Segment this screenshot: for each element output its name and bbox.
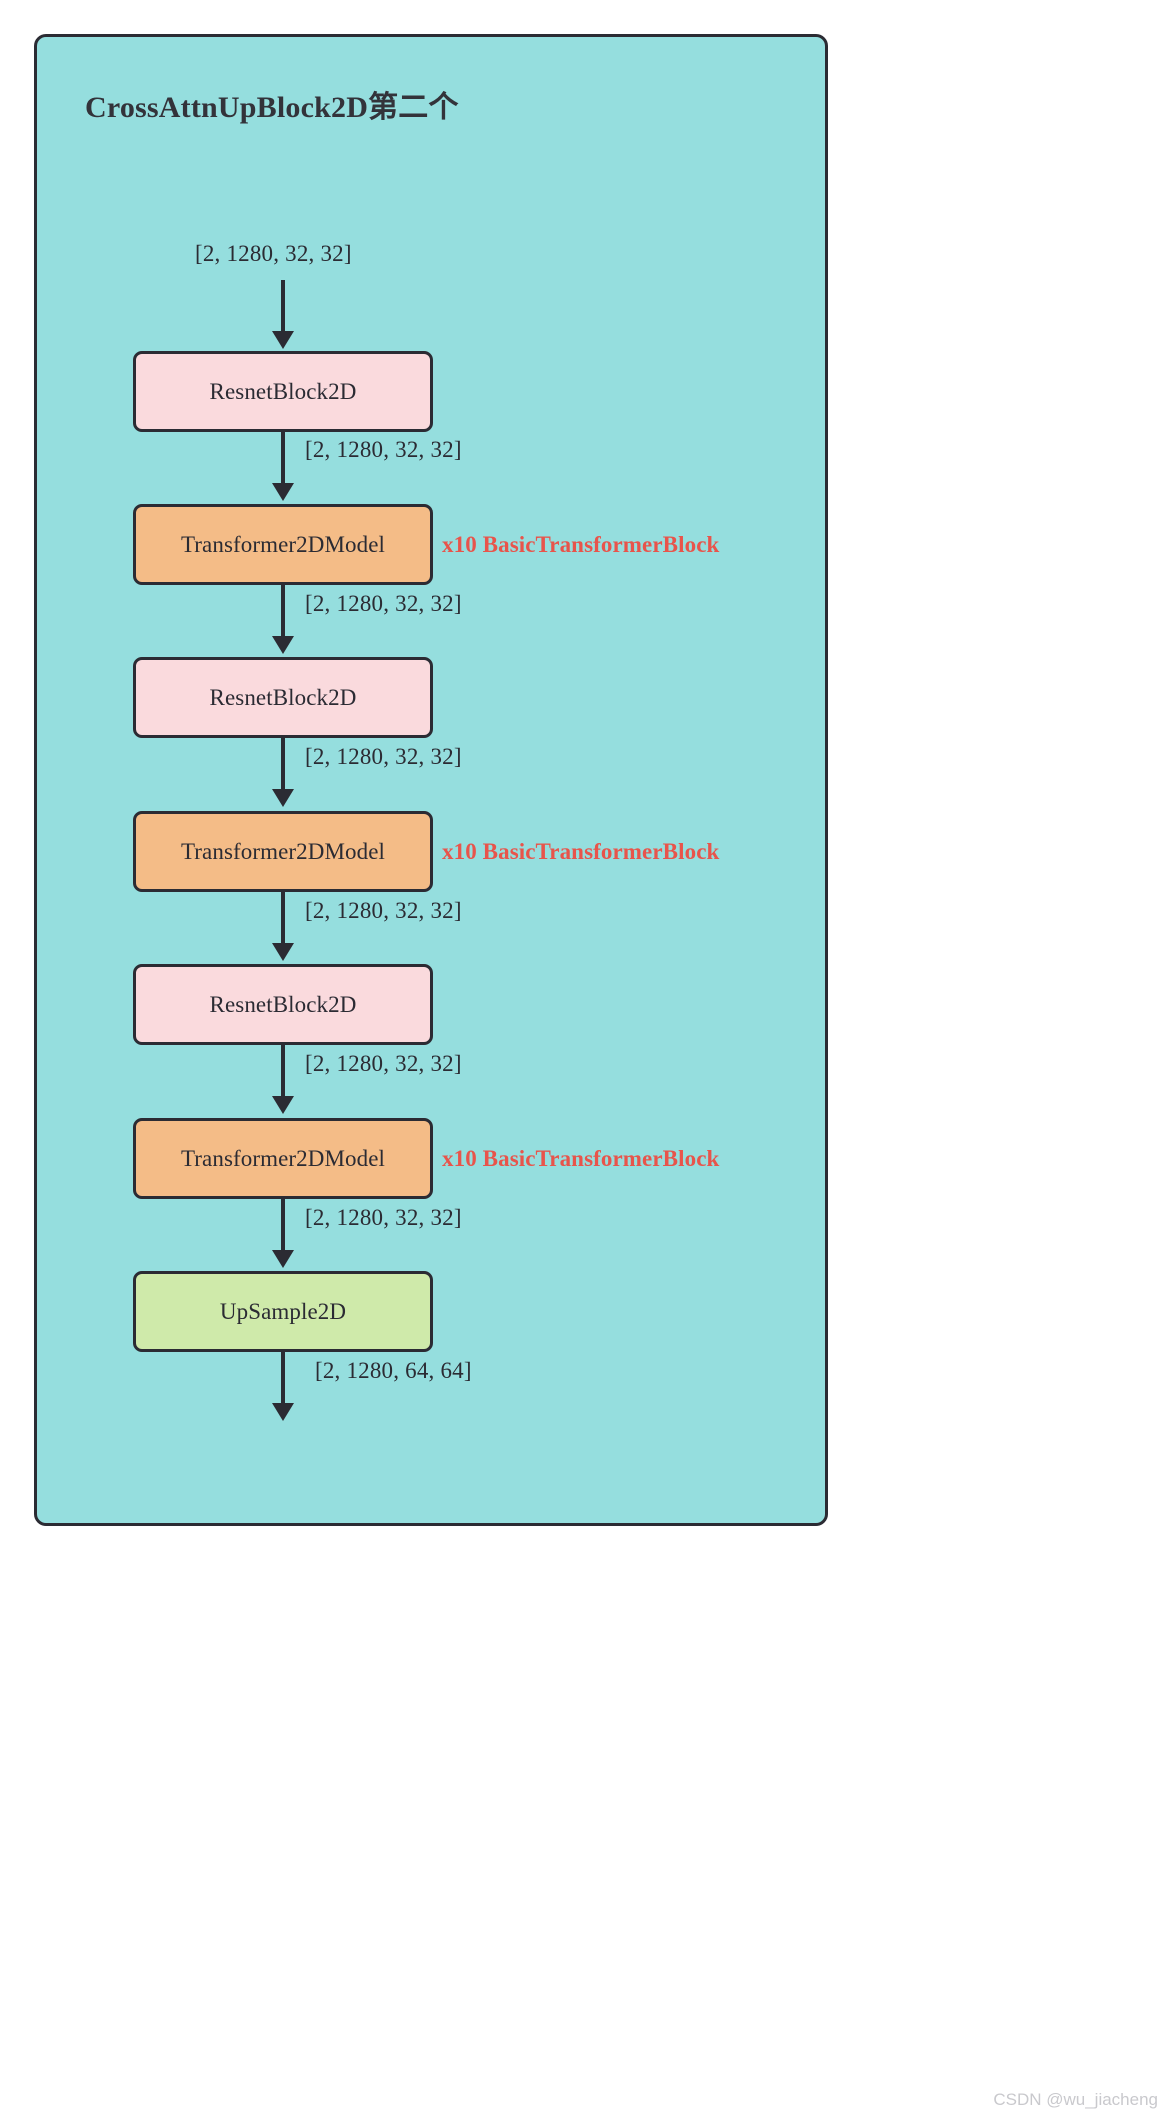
node-label: Transformer2DModel xyxy=(180,1145,386,1171)
node-transformer2dmodel-1[interactable]: Transformer2DModel xyxy=(133,504,433,585)
tensor-label-after-node-4: [2, 1280, 32, 32] xyxy=(305,1051,462,1076)
page-title: CrossAttnUpBlock2D第二个 xyxy=(85,91,459,124)
note-transformer-3: x10 BasicTransformerBlock xyxy=(442,1146,720,1171)
node-label: UpSample2D xyxy=(219,1298,347,1324)
node-label: ResnetBlock2D xyxy=(209,378,357,404)
note-transformer-1: x10 BasicTransformerBlock xyxy=(442,532,720,557)
node-label: ResnetBlock2D xyxy=(209,684,357,710)
arrow-node-2-to-node-3 xyxy=(272,738,294,807)
arrow-node-1-to-node-2 xyxy=(272,585,294,654)
tensor-label-after-node-2: [2, 1280, 32, 32] xyxy=(305,744,462,769)
node-label: ResnetBlock2D xyxy=(209,991,357,1017)
diagram-container: CrossAttnUpBlock2D第二个 [2, 1280, 32, 32] … xyxy=(34,34,828,1526)
tensor-label-after-node-1: [2, 1280, 32, 32] xyxy=(305,591,462,616)
arrow-node-3-to-node-4 xyxy=(272,892,294,961)
tensor-label-after-node-5: [2, 1280, 32, 32] xyxy=(305,1205,462,1230)
tensor-label-after-node-3: [2, 1280, 32, 32] xyxy=(305,898,462,923)
watermark: CSDN @wu_jiacheng xyxy=(993,2090,1158,2109)
node-resnetblock2d-1[interactable]: ResnetBlock2D xyxy=(133,351,433,432)
arrow-output xyxy=(272,1352,294,1421)
node-label: Transformer2DModel xyxy=(180,531,386,557)
arrow-input-to-node-0 xyxy=(272,280,294,349)
arrow-node-0-to-node-1 xyxy=(272,432,294,501)
input-tensor-label: [2, 1280, 32, 32] xyxy=(195,241,352,266)
arrow-node-4-to-node-5 xyxy=(272,1045,294,1114)
arrow-node-5-to-node-6 xyxy=(272,1199,294,1268)
node-transformer2dmodel-2[interactable]: Transformer2DModel xyxy=(133,811,433,892)
tensor-label-after-node-0: [2, 1280, 32, 32] xyxy=(305,437,462,462)
node-upsample2d[interactable]: UpSample2D xyxy=(133,1271,433,1352)
node-resnetblock2d-3[interactable]: ResnetBlock2D xyxy=(133,964,433,1045)
flow-diagram: [2, 1280, 32, 32] ResnetBlock2D [2, 1280… xyxy=(37,37,831,1529)
tensor-label-output: [2, 1280, 64, 64] xyxy=(315,1358,472,1383)
node-resnetblock2d-2[interactable]: ResnetBlock2D xyxy=(133,657,433,738)
node-label: Transformer2DModel xyxy=(180,838,386,864)
note-transformer-2: x10 BasicTransformerBlock xyxy=(442,839,720,864)
node-transformer2dmodel-3[interactable]: Transformer2DModel xyxy=(133,1118,433,1199)
